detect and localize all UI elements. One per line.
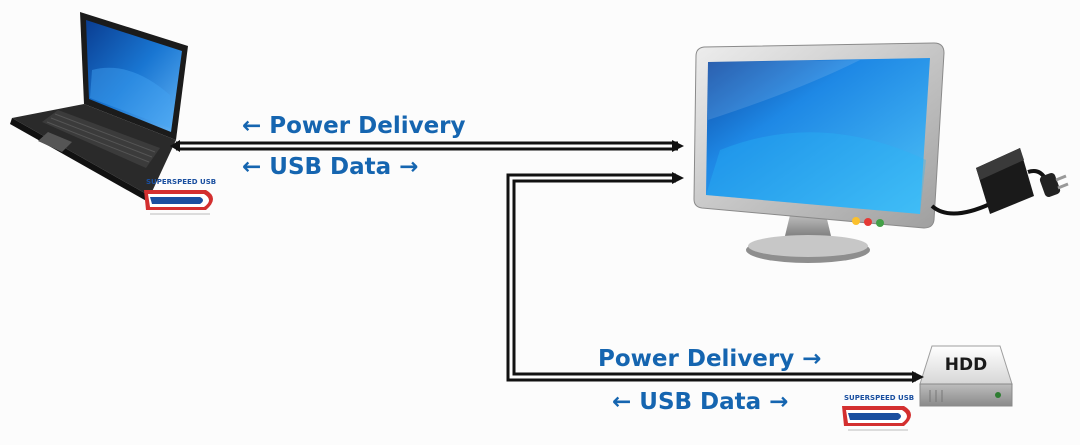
usb-logo-bottom: SUPERSPEED USB (842, 394, 914, 431)
label-bottom-usb-data: ← USB Data → (612, 389, 789, 415)
label-top-usb-data: ← USB Data → (242, 154, 419, 180)
label-bottom-power-delivery: Power Delivery → (598, 346, 822, 372)
svg-text:SUPERSPEED USB: SUPERSPEED USB (844, 394, 914, 402)
usb-logo-top: SUPERSPEED USB (144, 178, 216, 215)
laptop-icon (10, 12, 188, 203)
hdd-icon: HDD (919, 345, 1013, 407)
svg-text:SUPERSPEED USB: SUPERSPEED USB (146, 178, 216, 186)
hdd-label: HDD (945, 355, 987, 375)
cable-monitor-hdd (506, 172, 924, 383)
power-adapter-icon (930, 148, 1069, 216)
label-top-power-delivery: ← Power Delivery (242, 113, 466, 139)
cable-laptop-monitor (170, 140, 684, 152)
monitor-icon (693, 42, 945, 263)
